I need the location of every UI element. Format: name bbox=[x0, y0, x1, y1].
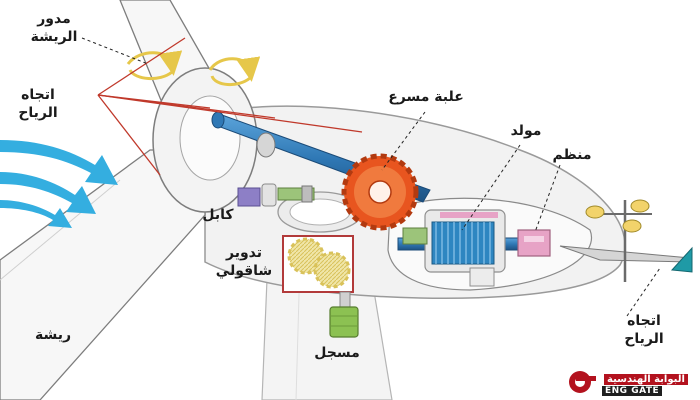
label-controller: منظم bbox=[552, 147, 592, 163]
label-wind-direction-right: اتجاه الرياح bbox=[624, 313, 664, 347]
label-blade: ريشة bbox=[34, 327, 72, 343]
logo-english-text: ENG GATE bbox=[602, 386, 663, 396]
logo-arabic-text: البوابة الهندسية bbox=[604, 374, 688, 385]
label-blade-pitch: مدور الريشة bbox=[30, 11, 78, 45]
anemometer-and-vane bbox=[559, 199, 693, 282]
eng-gate-logo-mark bbox=[569, 371, 596, 393]
label-brake: مسجل bbox=[314, 345, 360, 361]
wind-arrows bbox=[0, 140, 118, 228]
label-generator: مولد bbox=[510, 123, 542, 139]
label-gearbox: علبة مسرع bbox=[388, 89, 464, 105]
generator bbox=[402, 209, 506, 287]
yaw-drive-inset bbox=[282, 235, 354, 293]
leader-lines bbox=[81, 37, 661, 317]
label-yaw-drive: تدوير شاقولي bbox=[215, 245, 273, 279]
label-cable: كابل bbox=[202, 207, 234, 223]
gearbox-gear bbox=[341, 153, 419, 231]
label-wind-direction-left: اتجاه الرياح bbox=[18, 87, 58, 121]
brake bbox=[329, 291, 359, 338]
cable-coupling bbox=[237, 183, 315, 207]
controller bbox=[517, 229, 551, 257]
pointer-lines bbox=[97, 37, 363, 176]
